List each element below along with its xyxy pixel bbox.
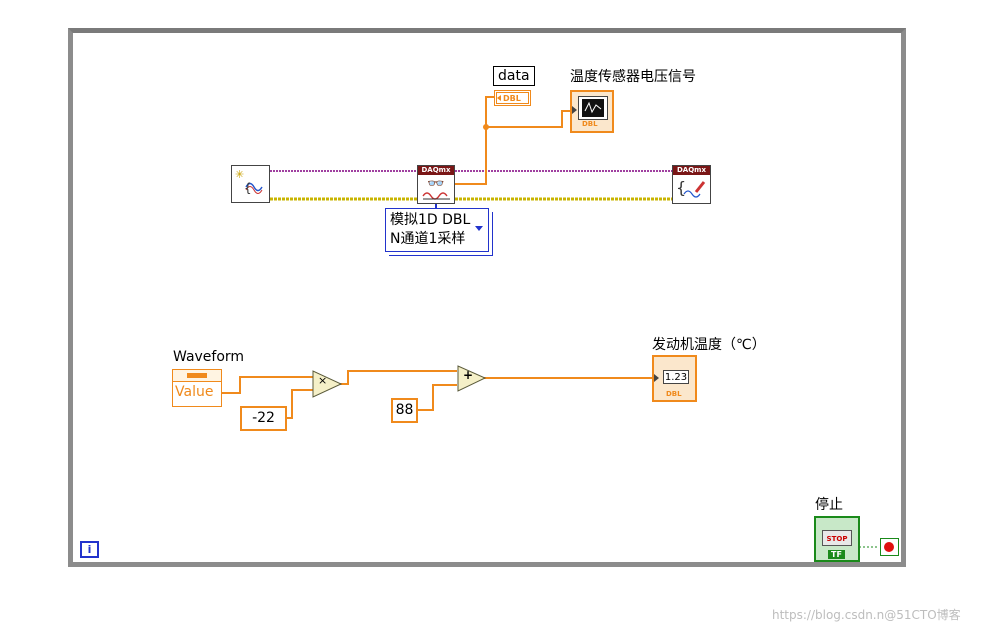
signal-icon (422, 192, 450, 200)
data-wire (455, 96, 494, 185)
read-mode-selector[interactable]: 模拟1D DBL N通道1采样 (385, 208, 489, 252)
const-b-to-add (418, 384, 457, 411)
waveform-icon: { (244, 181, 263, 195)
data-indicator-terminal[interactable]: DBL (494, 90, 531, 106)
read-mode-line-1: 模拟1D DBL (390, 212, 471, 228)
daqmx-read-header: DAQmx (418, 166, 454, 175)
waveform-header (173, 370, 221, 382)
brace-icon: { (676, 178, 687, 197)
glasses-icon: 👓 (427, 176, 445, 192)
graph-icon (578, 96, 608, 120)
stop-label: 停止 (815, 497, 843, 513)
daqmx-clear-task-node[interactable]: DAQmx { (672, 165, 711, 204)
engine-temp-indicator[interactable]: 1.23 DBL (652, 355, 697, 402)
watermark: https://blog.csdn.n@51CTO博客 (772, 608, 961, 622)
wire-junction (483, 124, 489, 130)
data-graph-wire (486, 110, 572, 128)
daqmx-read-node[interactable]: DAQmx 👓 (417, 165, 455, 204)
spark-icon: ✳ (235, 168, 245, 181)
data-type-badge: DBL (496, 92, 529, 104)
engine-temp-label: 发动机温度（℃） (652, 337, 766, 353)
multiply-to-add (340, 370, 457, 385)
waveform-header-icon (187, 373, 207, 378)
waveform-to-multiply (222, 376, 313, 394)
multiply-node (312, 370, 343, 398)
graph-type-badge: DBL (582, 120, 598, 128)
add-symbol: + (463, 368, 474, 382)
chevron-down-icon[interactable] (475, 226, 483, 231)
constant-88[interactable]: 88 (391, 398, 418, 423)
stop-button-terminal[interactable]: STOP TF (814, 516, 860, 562)
boolean-type-badge: TF (828, 550, 845, 559)
multiply-symbol: × (318, 374, 328, 387)
indicator-type-badge: DBL (666, 390, 682, 398)
const-a-to-multiply (287, 389, 313, 419)
iteration-terminal: i (80, 541, 99, 558)
waveform-label: Waveform (173, 349, 245, 365)
stop-button[interactable]: STOP (822, 530, 852, 546)
svg-text:{: { (244, 181, 252, 195)
add-node (457, 365, 487, 392)
stop-if-true-icon (884, 542, 894, 552)
eraser-icon (683, 181, 706, 198)
daq-create-task-node[interactable]: ✳ { (231, 165, 270, 203)
indicator-value-display: 1.23 (663, 370, 689, 384)
graph-input-arrow-icon (572, 106, 577, 114)
voltage-graph-label: 温度传感器电压信号 (570, 69, 696, 85)
waveform-get-component-node[interactable]: Value (172, 369, 222, 407)
voltage-graph-terminal[interactable]: DBL (570, 90, 614, 133)
data-indicator-label: data (493, 66, 535, 86)
indicator-input-arrow-icon (654, 374, 659, 382)
daqmx-clear-header: DAQmx (673, 166, 710, 175)
loop-condition-terminal[interactable] (880, 538, 899, 556)
waveform-value-field: Value (175, 384, 214, 400)
read-mode-line-2: N通道1采样 (390, 231, 466, 247)
constant-minus-22[interactable]: -22 (240, 406, 287, 431)
while-loop-frame (68, 28, 906, 567)
indicator-arrow-icon (497, 95, 501, 101)
